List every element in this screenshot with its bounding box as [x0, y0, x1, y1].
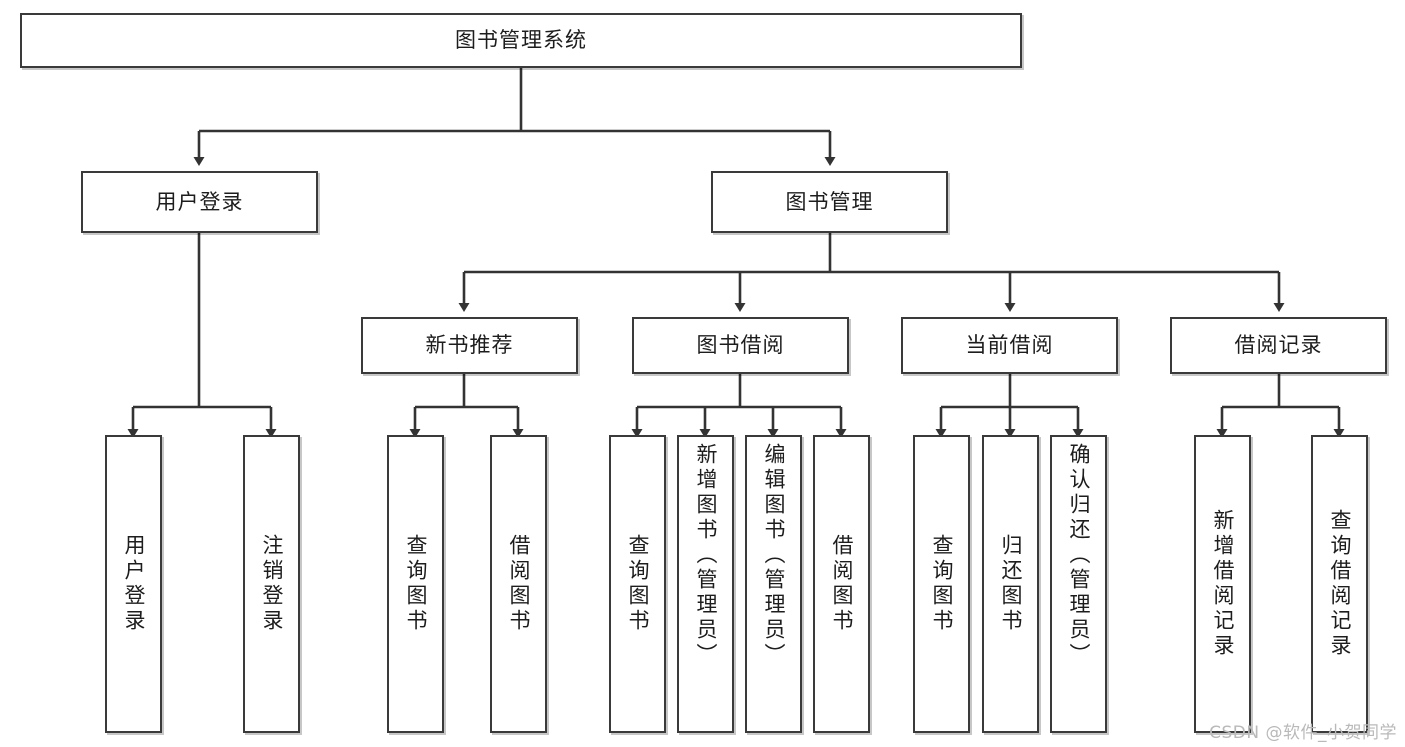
node-leaf-return-book[interactable]: 归还图书 — [982, 435, 1039, 733]
node-leaf-logout-login-label: 注销登录 — [260, 534, 284, 634]
leaf-text-wrap: 注销登录 — [245, 437, 298, 731]
node-leaf-return-book-label: 归还图书 — [999, 534, 1023, 634]
node-leaf-user-login-label: 用户登录 — [122, 534, 146, 634]
node-leaf-add-borrow-record[interactable]: 新增借阅记录 — [1194, 435, 1251, 733]
node-borrow-record[interactable]: 借阅记录 — [1170, 317, 1387, 374]
node-leaf-borrow-book-1-label: 借阅图书 — [507, 534, 531, 634]
node-leaf-add-book-label: 新增图书（管理员） — [694, 443, 718, 668]
leaf-text-wrap: 用户登录 — [107, 437, 160, 731]
node-leaf-query-book-3[interactable]: 查询图书 — [913, 435, 970, 733]
node-leaf-query-book-1-label: 查询图书 — [404, 534, 428, 634]
node-leaf-logout-login[interactable]: 注销登录 — [243, 435, 300, 733]
node-leaf-borrow-book-2-label: 借阅图书 — [830, 534, 854, 634]
node-leaf-borrow-book-2[interactable]: 借阅图书 — [813, 435, 870, 733]
node-current-borrow-label: 当前借阅 — [965, 333, 1054, 358]
leaf-text-wrap: 新增借阅记录 — [1196, 437, 1249, 731]
node-book-management[interactable]: 图书管理 — [711, 171, 948, 233]
node-user-login-label: 用户登录 — [155, 189, 244, 214]
node-leaf-user-login[interactable]: 用户登录 — [105, 435, 162, 733]
leaf-text-wrap: 查询图书 — [389, 437, 442, 731]
leaf-text-wrap: 查询借阅记录 — [1313, 437, 1366, 731]
node-leaf-query-book-2-label: 查询图书 — [626, 534, 650, 634]
node-user-login[interactable]: 用户登录 — [81, 171, 318, 233]
leaf-text-wrap: 借阅图书 — [492, 437, 545, 731]
node-leaf-add-borrow-record-label: 新增借阅记录 — [1211, 509, 1235, 659]
leaf-text-wrap: 借阅图书 — [815, 437, 868, 731]
node-borrow-record-label: 借阅记录 — [1234, 333, 1323, 358]
node-leaf-query-borrow-record[interactable]: 查询借阅记录 — [1311, 435, 1368, 733]
node-book-borrow[interactable]: 图书借阅 — [632, 317, 849, 374]
leaf-text-wrap: 新增图书（管理员） — [679, 437, 732, 737]
node-book-management-label: 图书管理 — [785, 189, 874, 214]
node-leaf-query-book-2[interactable]: 查询图书 — [609, 435, 666, 733]
leaf-text-wrap: 确认归还（管理员） — [1052, 437, 1105, 737]
csdn-watermark: CSDN @软件_小贺同学 — [1209, 723, 1397, 743]
node-book-borrow-label: 图书借阅 — [696, 333, 785, 358]
node-leaf-add-book[interactable]: 新增图书（管理员） — [677, 435, 734, 733]
leaf-text-wrap: 归还图书 — [984, 437, 1037, 731]
node-leaf-query-book-3-label: 查询图书 — [930, 534, 954, 634]
leaf-text-wrap: 编辑图书（管理员） — [747, 437, 800, 737]
node-leaf-query-book-1[interactable]: 查询图书 — [387, 435, 444, 733]
leaf-text-wrap: 查询图书 — [915, 437, 968, 731]
node-leaf-edit-book-label: 编辑图书（管理员） — [762, 443, 786, 668]
node-leaf-confirm-return-label: 确认归还（管理员） — [1067, 443, 1091, 668]
node-leaf-edit-book[interactable]: 编辑图书（管理员） — [745, 435, 802, 733]
node-new-book-recommend-label: 新书推荐 — [425, 333, 514, 358]
node-root-system-label: 图书管理系统 — [455, 28, 587, 53]
node-leaf-query-borrow-record-label: 查询借阅记录 — [1328, 509, 1352, 659]
node-new-book-recommend[interactable]: 新书推荐 — [361, 317, 578, 374]
node-current-borrow[interactable]: 当前借阅 — [901, 317, 1118, 374]
node-leaf-borrow-book-1[interactable]: 借阅图书 — [490, 435, 547, 733]
node-leaf-confirm-return[interactable]: 确认归还（管理员） — [1050, 435, 1107, 733]
node-root-system[interactable]: 图书管理系统 — [20, 13, 1022, 68]
leaf-text-wrap: 查询图书 — [611, 437, 664, 731]
